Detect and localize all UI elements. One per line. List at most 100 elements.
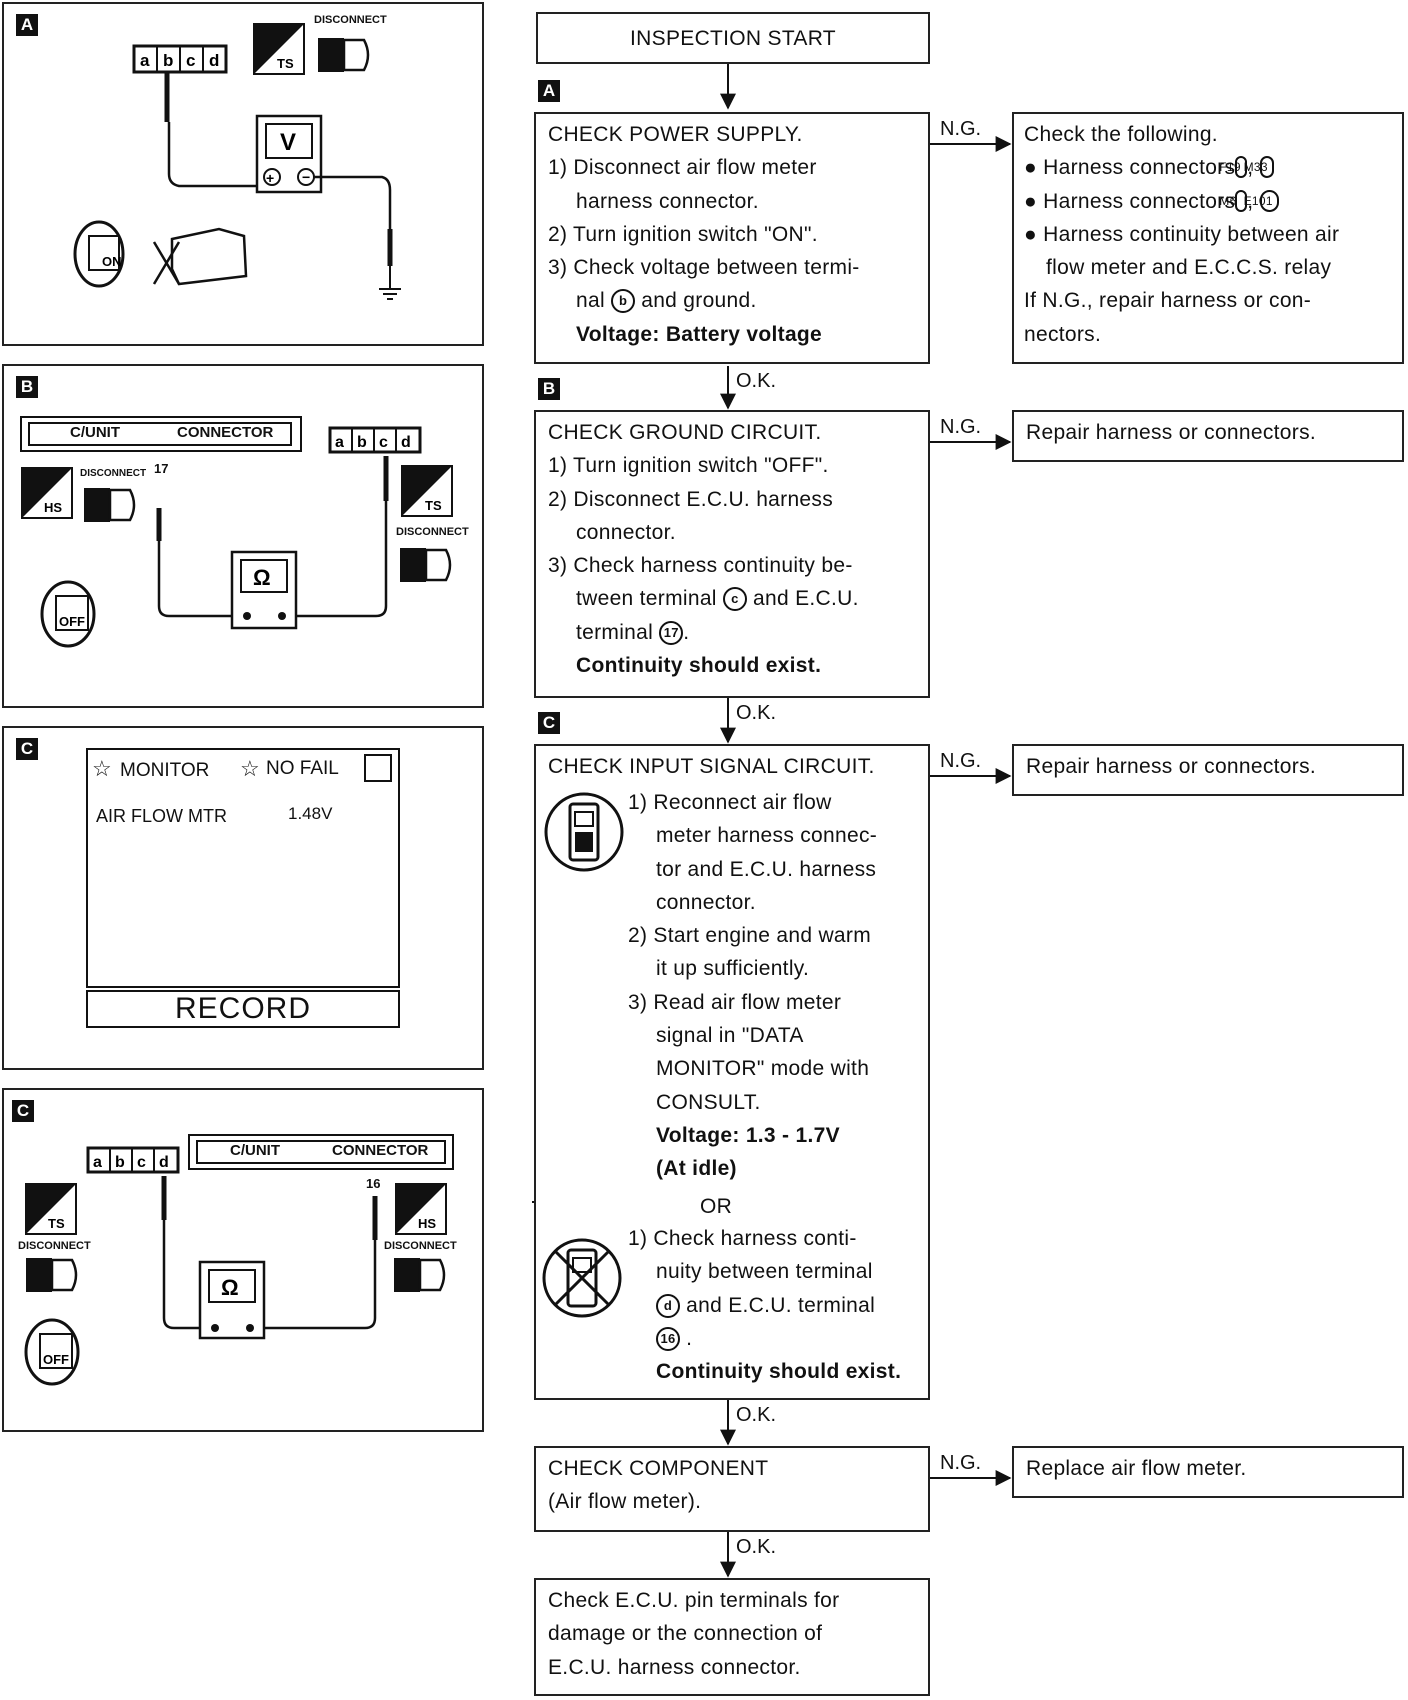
repair-note: nectors. [1024, 322, 1102, 346]
terminal-17-icon: 17 [659, 620, 684, 645]
svg-text:d: d [401, 434, 411, 451]
step-line: 3) Check voltage between termi- [548, 256, 860, 280]
panel-badge: C [12, 1100, 34, 1122]
or-divider: OR [696, 1190, 737, 1224]
step-line: 3) Read air flow meter [628, 990, 842, 1014]
svg-text:TS: TS [425, 498, 442, 513]
bullet-item: ● Harness continuity between air [1024, 222, 1340, 246]
consult-icon [544, 792, 624, 872]
terminal-16-icon: 16 [656, 1326, 680, 1351]
step-line: 2) Disconnect E.C.U. harness [548, 487, 834, 511]
panel-badge: C [16, 738, 38, 760]
cunit-connector: C/UNIT CONNECTOR [188, 1134, 454, 1170]
svg-text:Ω: Ω [221, 1275, 239, 1300]
step-line: 3) Check harness continuity be- [548, 554, 853, 578]
diagram-panel-a: A a b c d V + − TS ON [2, 2, 484, 346]
svg-text:d: d [209, 51, 219, 70]
cunit-label: C/UNIT [70, 424, 120, 441]
step-line: tween terminal c and E.C.U. [576, 587, 859, 612]
pin-label: 16 [366, 1176, 381, 1191]
svg-text:c: c [379, 434, 388, 451]
step-subtitle: (Air flow meter). [548, 1490, 702, 1514]
star-icon: ☆ [240, 756, 260, 781]
data-row-value: 1.48V [288, 804, 333, 823]
consult-procedure: 1) Reconnect air flow meter harness conn… [628, 786, 877, 1186]
step-badge-c: C [538, 712, 560, 734]
svg-text:c: c [137, 1154, 146, 1171]
continuity-procedure: 1) Check harness conti- nuity between te… [628, 1222, 901, 1388]
step-title: CHECK COMPONENT [548, 1457, 769, 1480]
disconnect-label: DISCONNECT [80, 468, 147, 479]
step-line: 16 . [628, 1322, 901, 1355]
step-line: terminal 17. [576, 620, 690, 645]
checkbox[interactable] [364, 754, 392, 782]
consult-screen: ☆ MONITOR ☆ NO FAIL AIR FLOW MTR 1.48V [86, 748, 400, 988]
ng-title: Check the following. [1024, 123, 1218, 146]
step-line: 1) Disconnect air flow meter [548, 156, 817, 180]
ng-text: Replace air flow meter. [1026, 1457, 1247, 1480]
record-button[interactable]: RECORD [86, 990, 400, 1028]
step-line: tor and E.C.U. harness [656, 857, 877, 881]
cunit-label: C/UNIT [230, 1142, 280, 1159]
ok-label: O.K. [736, 1404, 777, 1426]
pin-label: 17 [154, 461, 169, 476]
terminal-b-icon: b [611, 289, 636, 314]
step-line: 2) Turn ignition switch "ON". [548, 222, 818, 246]
start-label: INSPECTION START [630, 27, 836, 50]
ng-label: N.G. [940, 750, 982, 772]
svg-text:HS: HS [44, 500, 62, 515]
ts-label: TS [277, 56, 294, 71]
svg-text:HS: HS [418, 1216, 436, 1231]
svg-text:b: b [357, 434, 367, 451]
svg-text:−: − [302, 169, 310, 185]
step-title: CHECK POWER SUPPLY. [548, 123, 803, 146]
diagram-panel-c-monitor: C ☆ MONITOR ☆ NO FAIL AIR FLOW MTR 1.48V… [2, 726, 484, 1070]
ng-text: Repair harness or connectors. [1026, 755, 1317, 778]
step-title: CHECK INPUT SIGNAL CIRCUIT. [548, 755, 875, 778]
bullet-item: ● Harness connectorsF19, M33 [1024, 151, 1390, 184]
spec-line: (At idle) [656, 1157, 737, 1181]
terminal-c-icon: c [722, 587, 747, 612]
bullet-cont: flow meter and E.C.C.S. relay [1046, 256, 1332, 280]
step-line: nuity between terminal [656, 1260, 873, 1284]
svg-text:+: + [266, 170, 274, 186]
terminal-d-icon: d [656, 1293, 680, 1318]
spec-line: Voltage: 1.3 - 1.7V [656, 1123, 840, 1147]
svg-text:ON: ON [102, 254, 122, 269]
svg-text:c: c [186, 51, 195, 70]
ng-label: N.G. [940, 118, 982, 140]
connector-code: M6 [1219, 189, 1248, 212]
final-check-box: Check E.C.U. pin terminals for damage or… [534, 1578, 930, 1696]
svg-text:OFF: OFF [43, 1352, 69, 1367]
svg-text:a: a [335, 434, 344, 451]
step-line: 2) Start engine and warm [628, 924, 871, 948]
step-line: it up sufficiently. [656, 957, 810, 981]
svg-text:b: b [115, 1154, 125, 1171]
svg-text:b: b [163, 51, 173, 70]
ground-check-illustration: a b c d Ω HS TS OFF [21, 426, 453, 648]
spec-line: Continuity should exist. [576, 654, 822, 678]
no-fail-label: NO FAIL [266, 758, 339, 779]
voltage-check-illustration: a b c d V + − TS ON [73, 23, 401, 300]
disconnect-label: DISCONNECT [314, 14, 387, 26]
step-line: 1) Check harness conti- [628, 1227, 857, 1250]
ng-text: Repair harness or connectors. [1026, 421, 1317, 444]
disconnect-label: DISCONNECT [18, 1240, 91, 1252]
diagram-panel-b: B C/UNIT CONNECTOR 17 DISCONNECT DISCONN… [2, 364, 484, 708]
connector-label: CONNECTOR [332, 1142, 429, 1159]
step-line: 1) Reconnect air flow [628, 791, 832, 814]
step-line: connector. [576, 520, 676, 544]
ok-label: O.K. [736, 702, 777, 724]
ng-repair-box: Repair harness or connectors. [1012, 744, 1404, 796]
ok-label: O.K. [736, 370, 777, 392]
step-line: MONITOR" mode with [656, 1057, 870, 1081]
ng-replace-box: Replace air flow meter. [1012, 1446, 1404, 1498]
connector-code: F19 [1219, 156, 1248, 179]
svg-text:V: V [280, 129, 296, 156]
ng-repair-box: Repair harness or connectors. [1012, 410, 1404, 462]
panel-badge: B [16, 376, 38, 398]
svg-text:OFF: OFF [59, 614, 85, 629]
connector-code: M33 [1244, 156, 1274, 179]
step-badge-a: A [538, 80, 560, 102]
spec-line: Continuity should exist. [656, 1360, 902, 1384]
